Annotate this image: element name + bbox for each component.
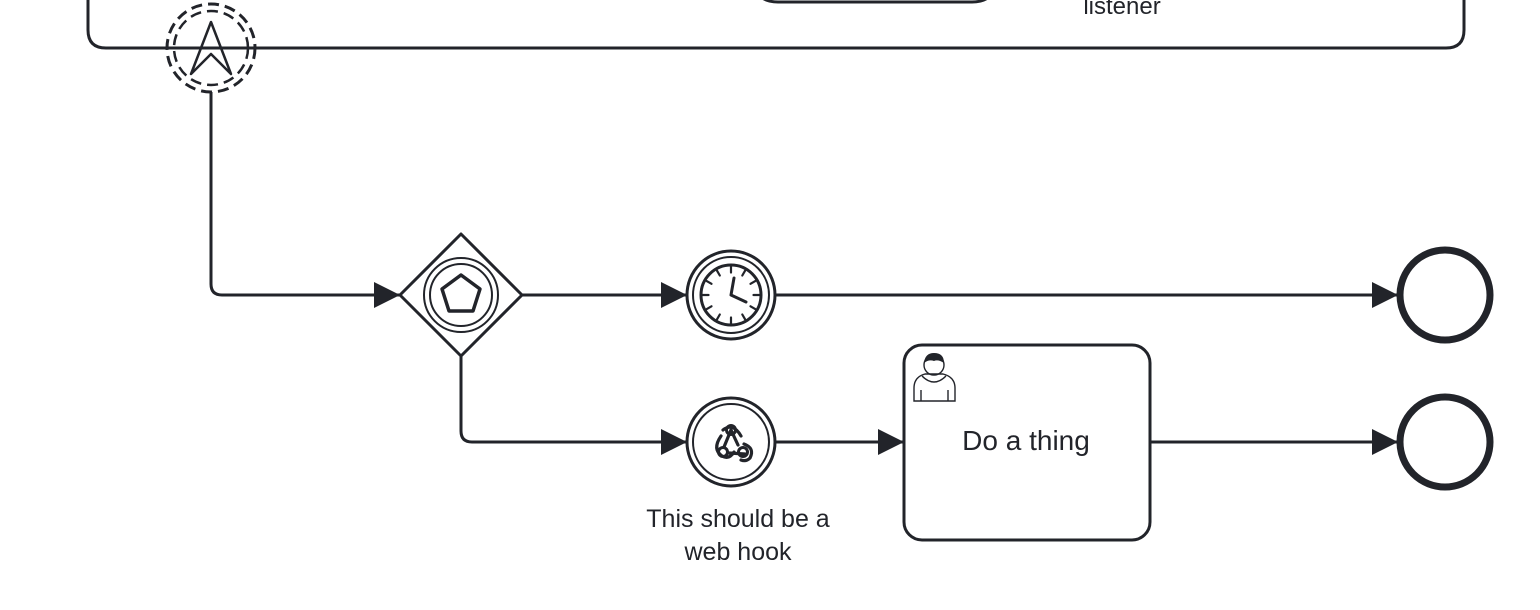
user-task-label: Do a thing <box>962 425 1090 456</box>
clock-icon <box>699 263 763 327</box>
inner-task-edge <box>762 0 988 4</box>
pentagon-icon <box>440 273 482 313</box>
webhook-intermediate-event[interactable]: This should be a web hook <box>646 396 830 566</box>
flow-boundary-to-gateway[interactable] <box>209 92 400 308</box>
escalation-boundary-event[interactable] <box>165 2 257 94</box>
webhook-icon <box>715 424 754 463</box>
event-based-gateway[interactable] <box>398 232 524 358</box>
end-event-bottom[interactable] <box>1396 393 1494 491</box>
flow-gateway-to-webhook[interactable] <box>459 356 687 455</box>
webhook-event-label-line1: This should be a <box>646 505 830 533</box>
user-task[interactable]: Do a thing <box>902 343 1152 542</box>
webhook-event-label-line2: web hook <box>683 538 792 566</box>
escalation-icon <box>189 20 233 76</box>
sequence-flows <box>209 92 1398 455</box>
end-event-top[interactable] <box>1396 246 1494 344</box>
timer-intermediate-event[interactable] <box>685 249 777 341</box>
user-icon <box>913 353 956 402</box>
subprocess-container[interactable]: listener <box>86 0 1466 50</box>
subprocess-listener-label: listener <box>1083 0 1160 20</box>
